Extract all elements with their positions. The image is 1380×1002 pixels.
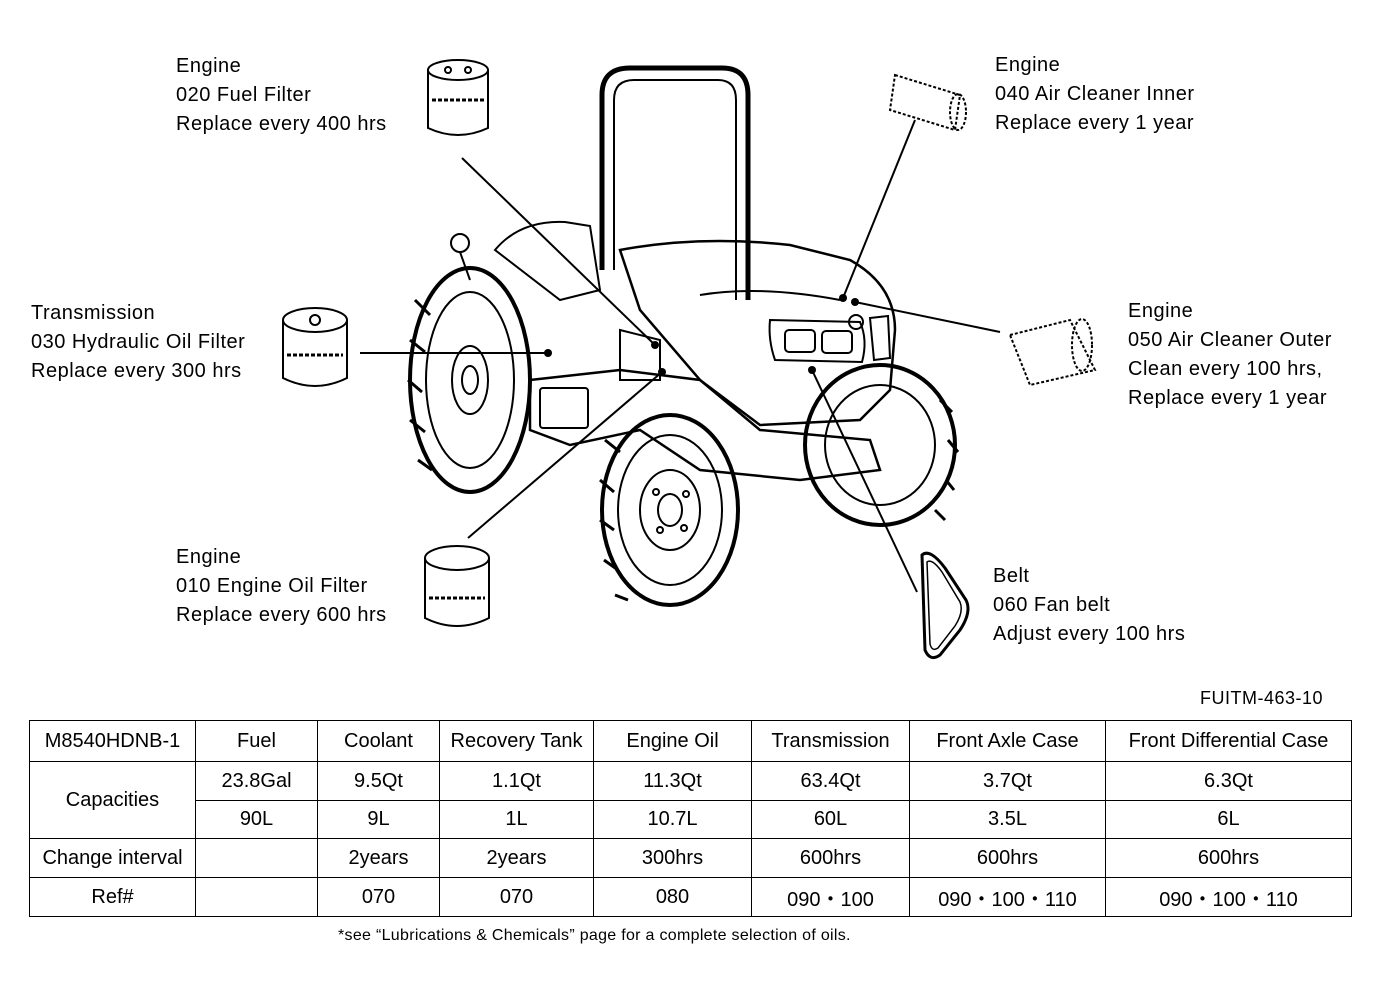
table-cell [195, 877, 318, 917]
air-cleaner-outer-icon [1008, 318, 1097, 387]
rear-left-wheel [408, 266, 532, 494]
table-cell: 070 [439, 877, 594, 917]
callout-action: Replace every 300 hrs [31, 360, 242, 382]
callout-action: Replace every 600 hrs [176, 604, 387, 626]
leader-oil-filter [467, 371, 663, 539]
callout-system: Engine [995, 54, 1061, 76]
callout-action: Replace every 400 hrs [176, 113, 387, 135]
fuel-filter-icon [427, 59, 489, 136]
tractor-diagram [282, 59, 1097, 660]
callout-system: Engine [176, 55, 242, 77]
callout-system: Engine [1128, 300, 1194, 322]
row-label: Capacities [29, 761, 196, 839]
row-label: Change interval [29, 838, 196, 878]
table-cell: 600hrs [751, 838, 910, 878]
callout-action: Adjust every 100 hrs [993, 623, 1186, 645]
table-cell: 23.8Gal [195, 761, 318, 801]
leader-air-outer [854, 301, 1001, 333]
header-cell: Coolant [317, 720, 440, 762]
callout-action-secondary: Replace every 1 year [1128, 387, 1327, 409]
table-cell: 300hrs [593, 838, 752, 878]
table-cell: 600hrs [909, 838, 1106, 878]
callout-fan-belt: Belt 060 Fan belt Adjust every 100 hrs [993, 562, 1185, 649]
table-row-interval: Change interval 2years 2years 300hrs 600… [29, 838, 1352, 878]
table-cell: 3.7Qt [909, 761, 1106, 801]
table-cell: 63.4Qt [751, 761, 910, 801]
header-cell: Front Axle Case [909, 720, 1106, 762]
table-cell: 600hrs [1105, 838, 1352, 878]
callout-part: 060 Fan belt [993, 594, 1111, 616]
table-cell: 90L [195, 800, 318, 839]
header-cell: Engine Oil [593, 720, 752, 762]
table-cell: 9L [317, 800, 440, 839]
table-cell: 1L [439, 800, 594, 839]
hydraulic-filter-icon [282, 307, 348, 387]
model-cell: M8540HDNB-1 [29, 720, 196, 762]
oil-filter-icon [424, 545, 490, 627]
table-cell: 9.5Qt [317, 761, 440, 801]
table-row-capacities-metric: 90L 9L 1L 10.7L 60L 3.5L 6L [30, 800, 1352, 839]
table-cell: 11.3Qt [593, 761, 752, 801]
rops-bar [599, 65, 751, 300]
table-cell: 3.5L [909, 800, 1106, 839]
callout-system: Belt [993, 565, 1030, 587]
table-cell: 6.3Qt [1105, 761, 1352, 801]
header-cell: Fuel [195, 720, 318, 762]
header-cell: Front Differential Case [1105, 720, 1352, 762]
table-cell: 080 [593, 877, 752, 917]
callout-action: Clean every 100 hrs, [1128, 358, 1323, 380]
grille [768, 318, 866, 364]
fan-belt-icon [920, 551, 970, 660]
table-cell: 6L [1105, 800, 1352, 839]
leader-fan-belt [811, 369, 918, 593]
table-cell: 2years [439, 838, 594, 878]
table-cell: 090・100・110 [1105, 877, 1352, 917]
header-cell: Transmission [751, 720, 910, 762]
callout-part: 040 Air Cleaner Inner [995, 83, 1195, 105]
row-label: Ref# [29, 877, 196, 917]
leader-fuel-filter [461, 157, 656, 346]
table-header-row: M8540HDNB-1 Fuel Coolant Recovery Tank E… [29, 720, 1352, 762]
callout-fuel-filter: Engine 020 Fuel Filter Replace every 400… [176, 52, 387, 139]
document-id: FUITM-463-10 [1200, 688, 1324, 708]
callout-part: 010 Engine Oil Filter [176, 575, 368, 597]
callout-air-cleaner-outer: Engine 050 Air Cleaner Outer Clean every… [1128, 297, 1332, 413]
table-cell: 10.7L [593, 800, 752, 839]
table-cell: 2years [317, 838, 440, 878]
callout-action: Replace every 1 year [995, 112, 1194, 134]
table-cell: 1.1Qt [439, 761, 594, 801]
table-cell [195, 838, 318, 878]
callout-part: 030 Hydraulic Oil Filter [31, 331, 246, 353]
callout-air-cleaner-inner: Engine 040 Air Cleaner Inner Replace eve… [995, 51, 1195, 138]
air-cleaner-inner-icon [888, 73, 967, 132]
leader-air-inner [842, 119, 916, 299]
table-cell: 60L [751, 800, 910, 839]
callout-part: 020 Fuel Filter [176, 84, 312, 106]
rear-right-wheel [803, 363, 957, 527]
capacities-table: M8540HDNB-1 Fuel Coolant Recovery Tank E… [29, 720, 1352, 917]
table-cell: 090・100・110 [909, 877, 1106, 917]
table-row-ref: Ref# 070 070 080 090・100 090・100・110 090… [29, 877, 1352, 917]
front-left-wheel [600, 413, 740, 607]
callout-hydraulic-filter: Transmission 030 Hydraulic Oil Filter Re… [31, 299, 245, 386]
callout-oil-filter: Engine 010 Engine Oil Filter Replace eve… [176, 543, 387, 630]
callout-part: 050 Air Cleaner Outer [1128, 329, 1332, 351]
header-cell: Recovery Tank [439, 720, 594, 762]
callout-system: Transmission [31, 302, 156, 324]
table-cell: 090・100 [751, 877, 910, 917]
table-cell: 070 [317, 877, 440, 917]
callout-system: Engine [176, 546, 242, 568]
table-row-capacities-us: Capacities 23.8Gal 9.5Qt 1.1Qt 11.3Qt 63… [29, 761, 1352, 839]
footnote: *see “Lubrications & Chemicals” page for… [338, 927, 851, 944]
hood [618, 239, 897, 427]
